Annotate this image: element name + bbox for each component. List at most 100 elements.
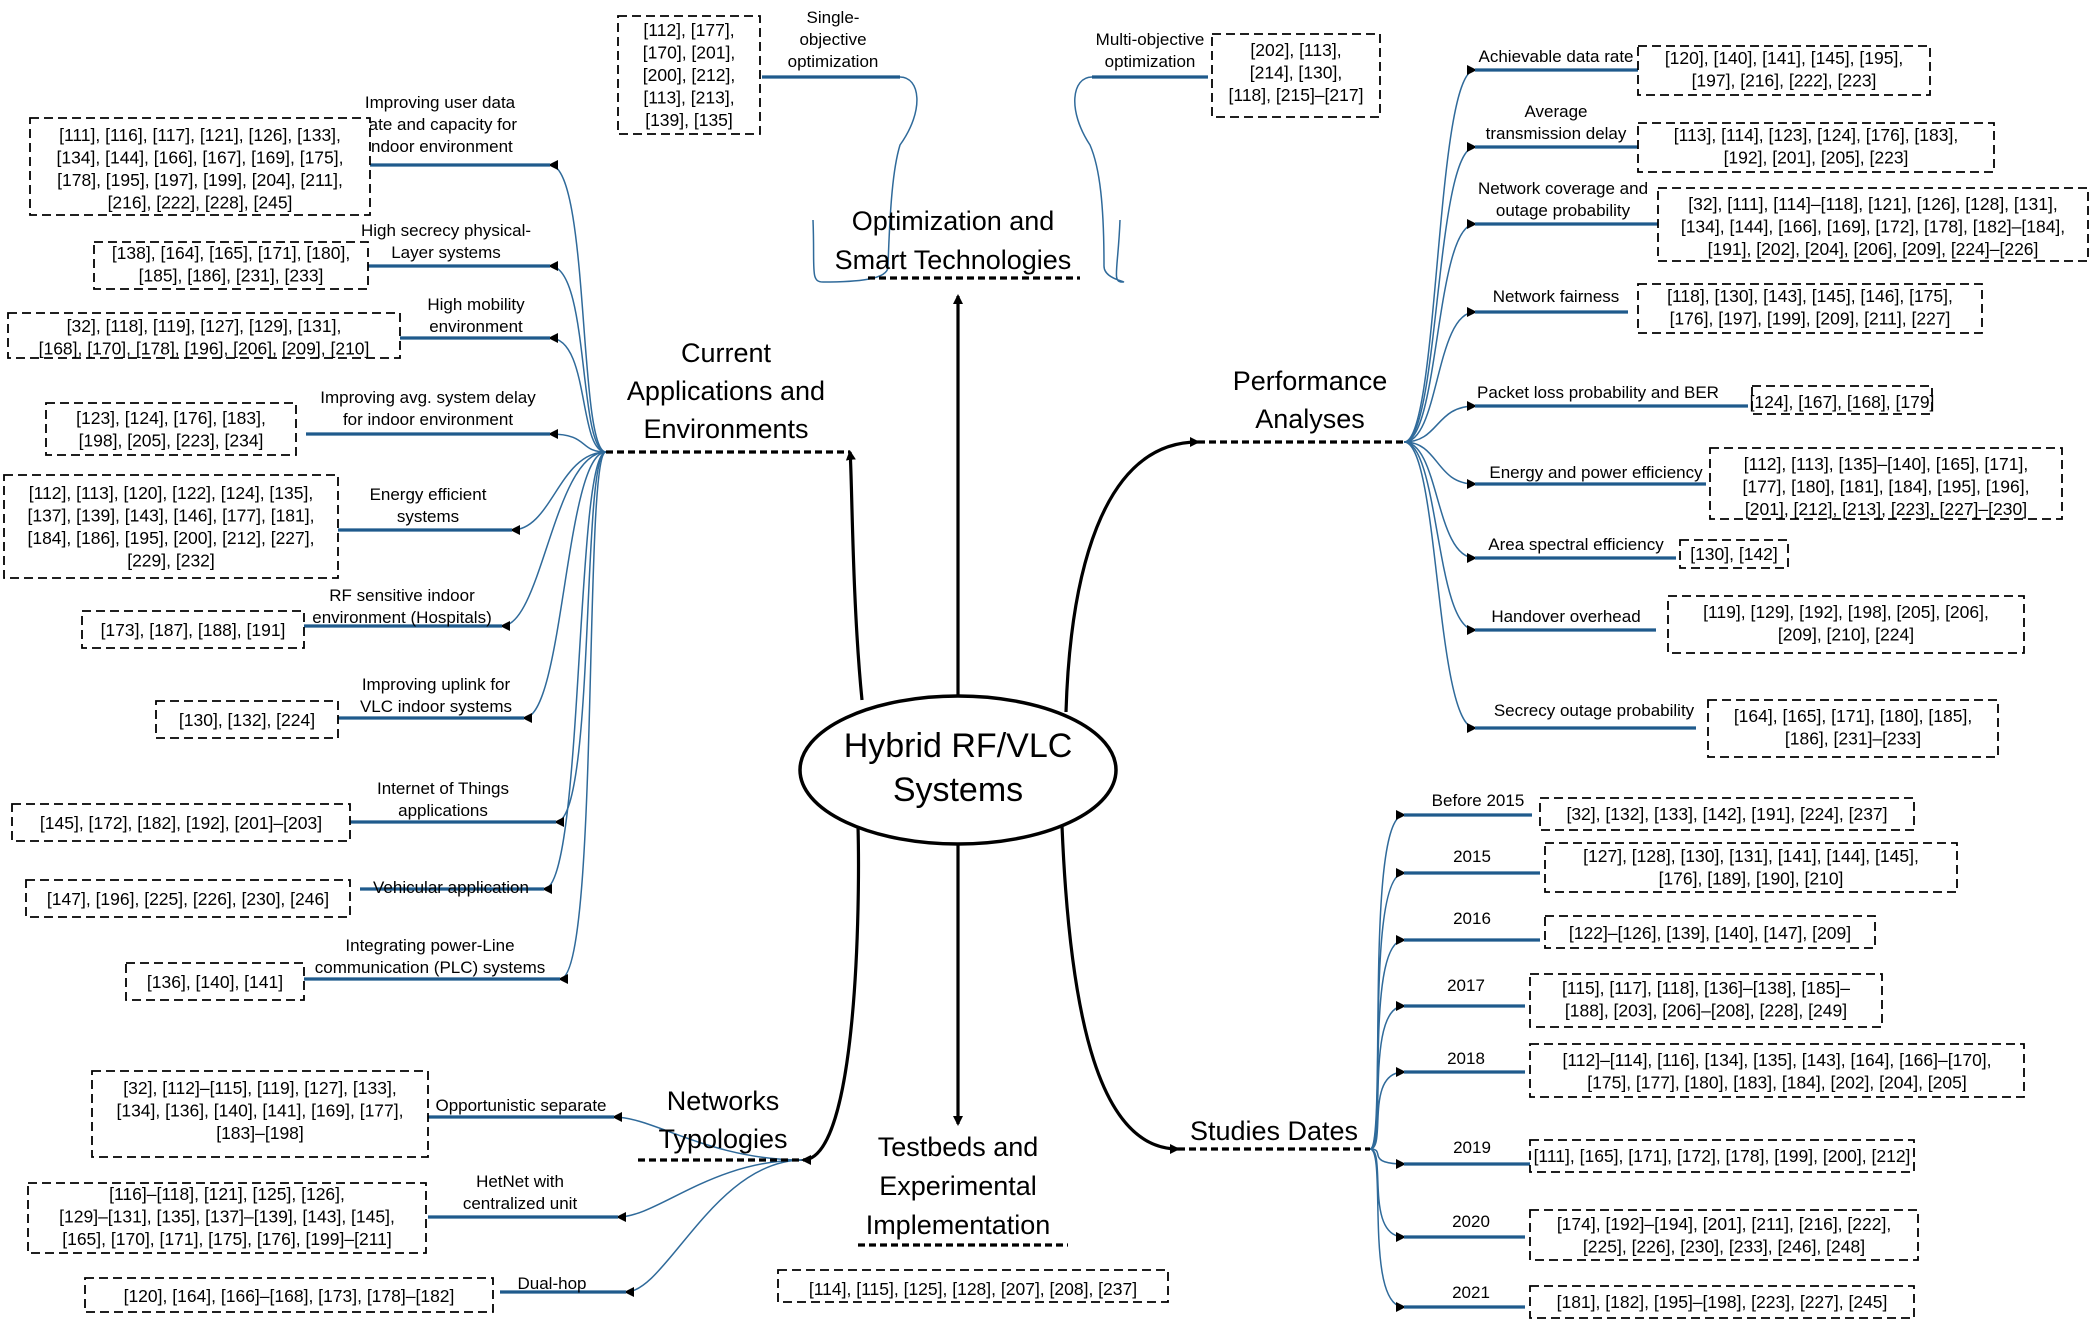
leaf-performance-6: Energy and power efficiency [112], [113],… (1475, 447, 2063, 520)
connector-dates-6 (1369, 1148, 1406, 1169)
refs-text: [115], [117], [118], [136]–[138], [185]–… (1562, 978, 1850, 1021)
refs-text: [118], [130], [143], [145], [146], [175]… (1667, 286, 1953, 329)
leaf-performance-8: Handover overhead[119], [129], [192], [1… (1475, 595, 2025, 654)
refs-text: [123], [124], [176], [183],[198], [205],… (76, 408, 266, 451)
center-ellipse (798, 694, 1118, 846)
leaf-applications-2: High secrecy physical-Layer systems [138]… (93, 221, 550, 290)
connector-performance-5 (1403, 401, 1477, 443)
refs-box (1679, 539, 1789, 569)
connector-performance-4 (1403, 307, 1477, 443)
refs-text: [127], [128], [130], [131], [141], [144]… (1583, 846, 1919, 889)
leaf-label: 2020 (1452, 1212, 1490, 1231)
leaf-label: Packet loss probability and BER (1477, 383, 1719, 402)
leaf-dates-8: 2021[181], [182], [195]–[198], [223], [2… (1404, 1283, 1915, 1319)
refs-text: [164], [165], [171], [180], [185],[186],… (1734, 706, 1972, 749)
refs-text: [112], [113], [135]–[140], [165], [171],… (1742, 454, 2029, 519)
refs-box (11, 803, 351, 842)
leaf-performance-4: Network fairness[118], [130], [143], [14… (1475, 283, 1983, 334)
connector-dates-5 (1369, 1067, 1406, 1150)
refs-text: [145], [172], [182], [192], [201]–[203] (40, 813, 322, 833)
refs-text: [130], [142] (1690, 544, 1778, 564)
leaf-performance-9: Secrecy outage probability [164], [165], … (1475, 699, 1999, 758)
leaf-label: Secrecy outage probability (1494, 701, 1695, 720)
connector-performance-8 (1403, 441, 1477, 635)
refs-text: [119], [129], [192], [198], [205], [206]… (1703, 602, 1989, 645)
leaf-label: 2019 (1453, 1138, 1491, 1157)
refs-box (29, 117, 371, 216)
refs-text: [114], [115], [125], [128], [207], [208]… (809, 1279, 1137, 1299)
arrow-to-networks (801, 825, 861, 1165)
leaf-dates-4: 2017 [115], [117], [118], [136]–[138], [1… (1404, 973, 1883, 1028)
leaf-dates-5: 2018[112]–[114], [116], [134], [135], [1… (1404, 1043, 2025, 1098)
connector-optimization-1 (812, 76, 918, 283)
leaf-dates-6: 2019[111], [165], [171], [172], [178], [… (1404, 1138, 1915, 1173)
refs-box (1637, 45, 1931, 96)
refs-box (45, 402, 297, 456)
refs-box (3, 474, 339, 579)
refs-text: [32], [118], [119], [127], [129], [131],… (39, 316, 370, 359)
leaf-dates-2: 2015[127], [128], [130], [131], [141], [… (1404, 842, 1958, 893)
refs-box (81, 610, 305, 649)
connector-applications-7 (522, 451, 607, 723)
refs-box (155, 700, 339, 739)
leaf-label: 2017 (1447, 976, 1485, 995)
refs-box (1544, 915, 1876, 949)
leaf-label: Area spectral efficiency (1488, 535, 1664, 554)
refs-box (1211, 33, 1381, 118)
refs-box (7, 312, 401, 359)
connector-applications-9 (542, 451, 607, 894)
refs-text: [136], [140], [141] (147, 972, 283, 992)
refs-box (777, 1269, 1169, 1303)
refs-text: [147], [196], [225], [226], [230], [246] (47, 889, 329, 909)
leaf-label: 2016 (1453, 909, 1491, 928)
refs-text: [32], [112]–[115], [119], [127], [133],[… (116, 1078, 403, 1143)
refs-box (93, 241, 369, 290)
refs-box (91, 1070, 429, 1158)
refs-text: [113], [114], [123], [124], [176], [183]… (1674, 125, 1958, 168)
refs-text: [112], [113], [120], [122], [124], [135]… (27, 483, 314, 571)
refs-text: [202], [113],[214], [130],[118], [215]–[… (1229, 40, 1364, 105)
refs-text: [112], [177],[170], [201],[200], [212],[… (643, 20, 735, 130)
arrow-to-dates (1060, 825, 1180, 1154)
refs-text: [32], [111], [114]–[118], [121], [126], … (1681, 194, 2065, 259)
connector-applications-2 (548, 261, 607, 453)
leaf-label: Opportunistic separate (435, 1096, 606, 1115)
refs-box (1637, 122, 1995, 173)
connector-dates-3 (1369, 935, 1406, 1150)
leaf-label: High secrecy physical-Layer systems (361, 221, 531, 262)
branch-title-dates: Studies Dates (1190, 1116, 1358, 1146)
leaf-dates-3: 2016[122]–[126], [139], [140], [147], [2… (1404, 909, 1876, 949)
connector-performance-7 (1403, 441, 1477, 563)
leaf-label: Vehicular application (373, 878, 529, 897)
refs-box (1707, 699, 1999, 758)
leaf-label: Energy and power efficiency (1489, 463, 1703, 482)
connector-applications-10 (558, 451, 607, 984)
refs-box (1529, 1043, 2025, 1098)
refs-box (1637, 283, 1983, 334)
refs-box (125, 962, 305, 1001)
connector-performance-2 (1403, 142, 1477, 443)
refs-text: [124], [167], [168], [179] (1750, 392, 1935, 412)
connector-applications-3 (548, 333, 607, 453)
leaf-performance-1: Achievable data rate[120], [140], [141],… (1475, 45, 1931, 96)
refs-text: [138], [164], [165], [171], [180],[185],… (112, 243, 350, 286)
